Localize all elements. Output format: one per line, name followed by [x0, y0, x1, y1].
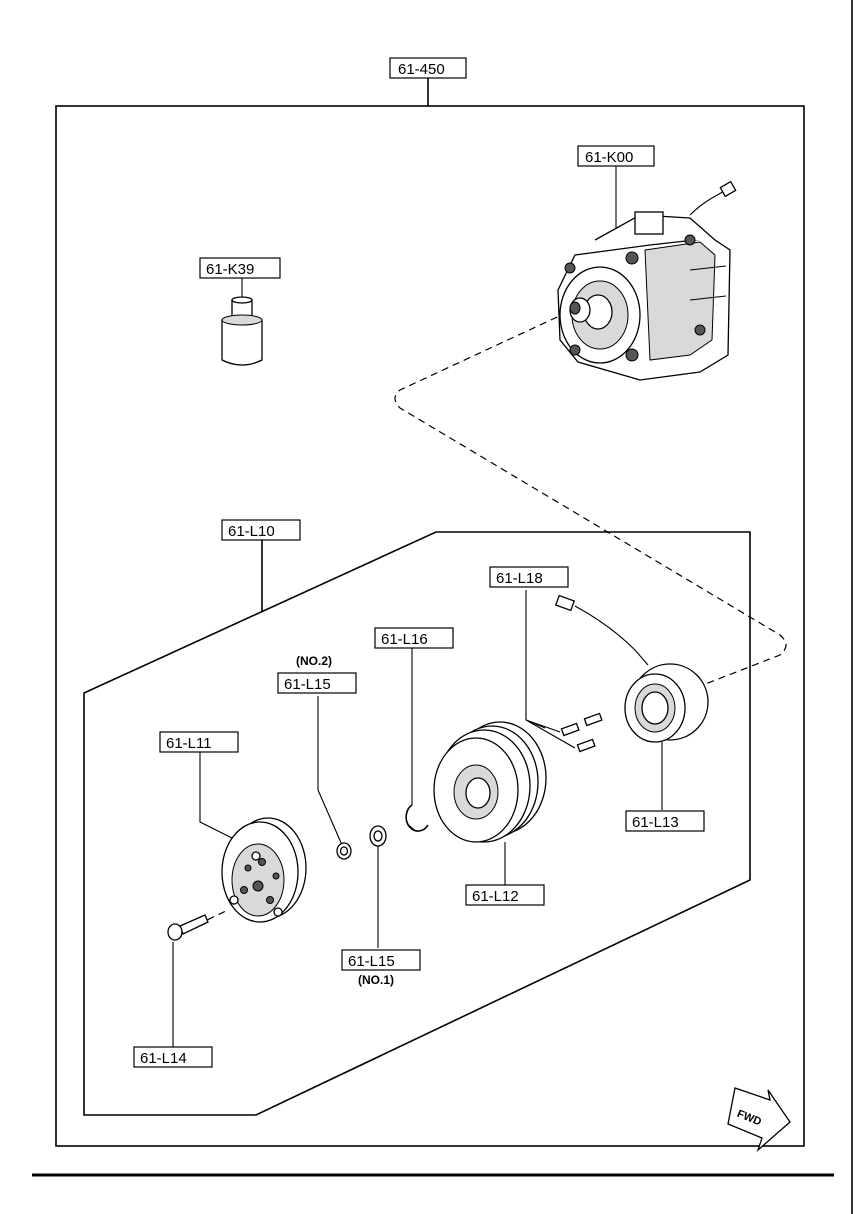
cap-drawing: [221, 278, 263, 366]
note-no1: (NO.1): [358, 973, 394, 987]
coil-drawing: [554, 594, 709, 810]
label-61-L12: 61-L12: [465, 884, 545, 906]
label-61-L16: 61-L16: [374, 627, 454, 649]
label-61-K00: 61-K00: [577, 145, 655, 167]
label-61-L18: 61-L18: [489, 566, 569, 588]
svg-text:61-L15: 61-L15: [284, 676, 331, 693]
clutch-kit-frame: [83, 531, 751, 1116]
svg-text:61-450: 61-450: [398, 61, 445, 78]
label-61-L13: 61-L13: [625, 810, 705, 832]
snap-ring-drawing: [405, 648, 429, 832]
assembly-frame: [55, 105, 805, 1147]
svg-text:61-L12: 61-L12: [472, 888, 519, 905]
shaft-dashed-line: [394, 311, 787, 691]
label-61-L15-no1: 61-L15: [341, 949, 421, 971]
label-61-K39: 61-K39: [199, 257, 281, 279]
shim-no1-drawing: [369, 825, 387, 948]
screws-drawing: [525, 590, 603, 753]
svg-text:61-L16: 61-L16: [381, 631, 428, 648]
label-61-L15-no2: 61-L15: [277, 672, 357, 694]
bolt-drawing: [167, 909, 229, 1048]
label-61-L11: 61-L11: [159, 731, 239, 753]
svg-text:61-L10: 61-L10: [228, 523, 275, 540]
svg-text:61-L15: 61-L15: [348, 953, 395, 970]
svg-text:61-L14: 61-L14: [140, 1050, 187, 1067]
svg-text:61-L18: 61-L18: [496, 570, 543, 587]
compressor-drawing: [557, 166, 737, 381]
shim-no2-drawing: [317, 696, 352, 860]
svg-text:61-K00: 61-K00: [585, 149, 633, 166]
note-no2: (NO.2): [296, 654, 332, 668]
label-61-L14: 61-L14: [133, 1046, 213, 1068]
svg-text:61-K39: 61-K39: [206, 261, 254, 278]
svg-text:61-L11: 61-L11: [166, 735, 212, 752]
fwd-arrow-icon: FWD: [727, 1087, 791, 1153]
label-61-450: 61-450: [389, 57, 467, 79]
svg-text:61-L13: 61-L13: [632, 814, 679, 831]
plate-drawing: [199, 752, 307, 923]
label-61-L10: 61-L10: [221, 519, 301, 541]
pulley-drawing: [433, 721, 547, 885]
